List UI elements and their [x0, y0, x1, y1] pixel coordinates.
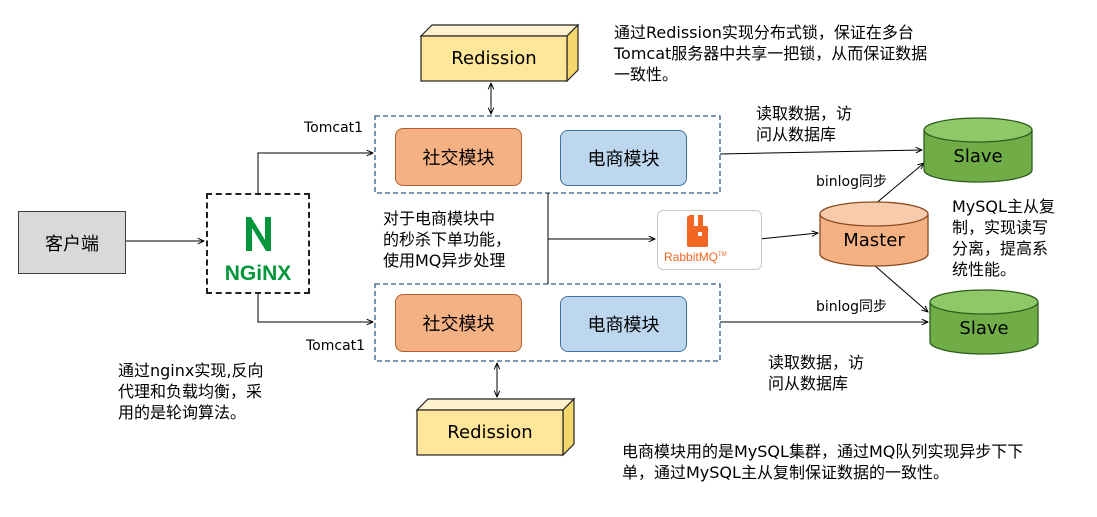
arrow-binlog-bottom — [873, 264, 928, 312]
slave-bottom-cylinder — [929, 289, 1039, 355]
arrow-read-slave-top — [719, 150, 922, 155]
seckill-note-line: 使用MQ异步处理 — [383, 251, 506, 270]
social-module-bottom: 社交模块 — [395, 294, 522, 352]
read-note-top-line: 问从数据库 — [756, 125, 837, 144]
social-module-top-label: 社交模块 — [422, 148, 495, 169]
arrow-nginx-tomcat-top — [257, 153, 373, 193]
ecommerce-module-top: 电商模块 — [560, 130, 687, 186]
arrow-nginx-tomcat-bottom — [257, 290, 373, 322]
read-note-bottom: 读取数据，访 问从数据库 — [768, 352, 864, 394]
tomcat-bottom-label: Tomcat1 — [306, 338, 366, 354]
tomcat-top-label: Tomcat1 — [304, 120, 364, 136]
mysql-note-line: 制，实现读写 — [952, 218, 1049, 237]
rabbitmq-logo-icon — [687, 215, 708, 247]
ecommerce-module-bottom-label: 电商模块 — [587, 315, 660, 336]
redission-bottom-label: Redission — [447, 422, 533, 443]
mysql-note-line: 统性能。 — [952, 260, 1017, 279]
nginx-note: 通过nginx实现,反向 代理和负载均衡，采 用的是轮询算法。 — [118, 360, 263, 423]
client-box: 客户端 — [18, 211, 126, 274]
rabbitmq-brand: RabbitMQTM — [664, 250, 727, 264]
nginx-note-line: 通过nginx实现,反向 — [118, 361, 264, 380]
redission-note-line: 一致性。 — [614, 65, 679, 84]
redission-bottom-box — [415, 397, 576, 457]
seckill-note-line: 对于电商模块中 — [383, 209, 496, 228]
redission-top-label: Redission — [451, 48, 537, 69]
ecommerce-module-top-label: 电商模块 — [587, 149, 660, 170]
social-module-top: 社交模块 — [395, 128, 522, 186]
mysql-note-line: MySQL主从复 — [952, 197, 1055, 216]
nginx-logo-icon: NGiNX — [225, 217, 292, 285]
read-note-bottom-line: 读取数据，访 — [768, 353, 865, 372]
client-label: 客户端 — [45, 233, 99, 255]
cluster-note-line: 单，通过MySQL主从复制保证数据的一致性。 — [622, 463, 949, 482]
read-note-bottom-line: 问从数据库 — [768, 374, 849, 393]
mysql-note-line: 分离，提高系 — [952, 239, 1049, 258]
slave-top-cylinder — [923, 117, 1033, 183]
slave-bottom-label: Slave — [959, 317, 1009, 339]
redission-note-line: 通过Redission实现分布式锁，保证在多台 — [614, 23, 914, 42]
nginx-logo-text: NGiNX — [225, 262, 292, 285]
binlog-bottom-label: binlog同步 — [816, 299, 887, 315]
rabbitmq-brand-text: RabbitMQ — [664, 250, 719, 264]
master-cylinder — [819, 201, 929, 267]
slave-top-label: Slave — [953, 145, 1003, 167]
seckill-note: 对于电商模块中 的秒杀下单功能， 使用MQ异步处理 — [383, 208, 511, 271]
read-note-top-line: 读取数据，访 — [756, 104, 853, 123]
seckill-note-line: 的秒杀下单功能， — [383, 230, 512, 249]
nginx-note-line: 用的是轮询算法。 — [118, 403, 247, 422]
nginx-note-line: 代理和负载均衡，采 — [118, 382, 263, 401]
redission-top-box — [419, 23, 580, 83]
redission-note-line: Tomcat服务器中共享一把锁，从而保证数据 — [614, 44, 928, 63]
cluster-note-line: 电商模块用的是MySQL集群，通过MQ队列实现异步下下 — [622, 442, 1024, 461]
arrow-rabbitmq-master — [759, 233, 818, 240]
cluster-note: 电商模块用的是MySQL集群，通过MQ队列实现异步下下 单，通过MySQL主从复… — [622, 441, 1023, 483]
read-note-top: 读取数据，访 问从数据库 — [756, 103, 852, 145]
master-label: Master — [843, 229, 905, 251]
arrow-binlog-top — [873, 163, 924, 206]
ecommerce-module-bottom: 电商模块 — [560, 296, 687, 352]
social-module-bottom-label: 社交模块 — [422, 314, 495, 335]
rabbitmq-tm: TM — [718, 252, 727, 258]
redission-note: 通过Redission实现分布式锁，保证在多台 Tomcat服务器中共享一把锁，… — [614, 22, 927, 85]
binlog-top-label: binlog同步 — [816, 174, 887, 190]
mysql-note: MySQL主从复 制，实现读写 分离，提高系 统性能。 — [952, 196, 1055, 280]
rabbitmq-box — [657, 210, 762, 270]
nginx-box: NGiNX — [206, 193, 310, 294]
